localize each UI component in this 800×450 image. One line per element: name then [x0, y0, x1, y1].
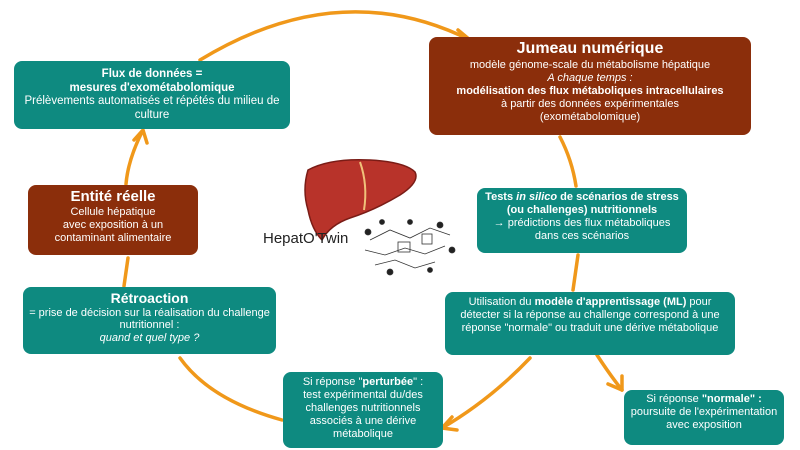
- ml-bold: modèle d'apprentissage (ML): [534, 296, 687, 308]
- perturbee-post: " :: [413, 376, 424, 388]
- entite-reelle-box: Entité réelle Cellule hépatique avec exp…: [28, 185, 198, 255]
- perturbee-bold: perturbée: [362, 376, 414, 388]
- normale-line-2: poursuite de l'expérimentation avec expo…: [630, 405, 778, 431]
- jumeau-line-3: modélisation des flux métaboliques intra…: [456, 84, 724, 97]
- normale-bold: "normale" :: [701, 393, 762, 405]
- perturbee-box: Si réponse "perturbée" : test expériment…: [283, 372, 443, 448]
- retroaction-box: Rétroaction = prise de décision sur la r…: [23, 287, 276, 354]
- entite-title: Entité réelle: [70, 188, 156, 205]
- arrow-ml-to-perturbee: [440, 356, 532, 430]
- retro-title: Rétroaction: [110, 290, 189, 306]
- normale-pre: Si réponse: [646, 393, 702, 405]
- flux-title-2: mesures d'exométabolomique: [69, 81, 235, 94]
- jumeau-title: Jumeau numérique: [516, 40, 664, 57]
- tests-italic: in silico: [516, 191, 558, 203]
- tests-line-2: → prédictions des flux métaboliques dans…: [493, 216, 671, 242]
- tests-in-silico-box: Tests in silico de scénarios de stress (…: [477, 188, 687, 253]
- entite-line-1: Cellule hépatique: [70, 205, 156, 218]
- arrow-jumeau-to-tests: [558, 135, 578, 188]
- liver-icon: [304, 158, 417, 242]
- arrow-perturbee-to-retro: [178, 356, 284, 422]
- flux-donnees-box: Flux de données = mesures d'exométabolom…: [14, 61, 290, 129]
- ml-pre: Utilisation du: [468, 296, 535, 308]
- flux-text: Prélèvements automatisés et répétés du m…: [24, 95, 280, 121]
- ml-post: pour détecter si la réponse au challenge…: [460, 296, 720, 334]
- ml-box: Utilisation du modèle d'apprentissage (M…: [445, 292, 735, 355]
- flux-title-1: Flux de données =: [101, 68, 203, 80]
- arrow-ml-to-normale: [595, 353, 624, 392]
- retro-line-1: = prise de décision sur la réalisation d…: [29, 306, 270, 332]
- arrow-retro-to-entite: [122, 256, 130, 288]
- perturbee-line-2: test expérimental du/des challenges nutr…: [303, 388, 423, 440]
- arrow-head-perturbee: [440, 415, 459, 432]
- arrow-entite-to-flux: [124, 130, 144, 186]
- arrow-head-normale: [606, 374, 624, 392]
- jumeau-line-1: modèle génome-scale du métabolisme hépat…: [469, 58, 711, 71]
- jumeau-line-4: à partir des données expérimentales: [501, 97, 679, 110]
- arrow-head-flux: [132, 128, 149, 145]
- entite-line-2: avec exposition à un: [62, 218, 164, 231]
- normale-box: Si réponse "normale" : poursuite de l'ex…: [624, 390, 784, 445]
- circuit-icon: [364, 219, 456, 276]
- jumeau-line-2: A chaque temps :: [547, 71, 633, 84]
- hepatotwin-label: HepatO'Twin: [263, 230, 349, 247]
- perturbee-pre: Si réponse ": [302, 376, 363, 388]
- entite-line-3: contaminant alimentaire: [54, 231, 172, 244]
- arrow-tests-to-ml: [571, 253, 580, 292]
- hepatotwin-logo: [304, 158, 456, 276]
- tests-bold-1: Tests: [485, 191, 517, 203]
- jumeau-numerique-box: Jumeau numérique modèle génome-scale du …: [429, 37, 751, 135]
- tests-bold-2: de scénarios de stress (ou challenges) n…: [506, 191, 679, 216]
- jumeau-line-5: (exométabolomique): [539, 110, 641, 123]
- retro-line-2: quand et quel type ?: [99, 332, 200, 345]
